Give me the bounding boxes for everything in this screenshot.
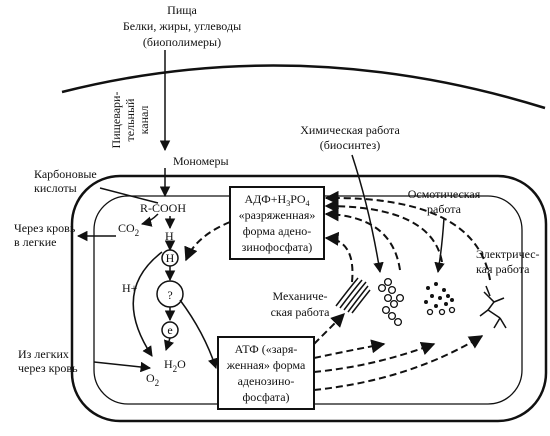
atp-box-line-3: аденозино- (238, 374, 295, 388)
lungs-via-blood-line-2: через кровь (18, 361, 78, 375)
chemical-work-line-2: (биосинтез) (320, 138, 380, 152)
chain-arrow-3 (164, 337, 174, 351)
canal-line-2: тельный (123, 98, 137, 142)
atp-box-line-4: фосфата) (242, 390, 289, 404)
mechanical-work-line-1: Механиче- (272, 289, 327, 303)
o2-in-arrow (93, 361, 152, 373)
atp-to-mechanical-arrow (313, 313, 345, 345)
atp-box-line-1: АТФ («заря- (235, 342, 298, 356)
adp-box-line-1: АДФ+H3PO4 (244, 192, 309, 208)
osmotic-particles-drawing (424, 282, 456, 316)
co2-label: CO2 (118, 221, 139, 238)
o2-label: O2 (146, 371, 159, 388)
atp-to-electric-arrow (313, 335, 484, 391)
carboxylic-acids-line-2: кислоты (34, 181, 77, 195)
osmotic-work-line-2: работа (427, 202, 462, 216)
co2-release-arrow (140, 213, 159, 227)
food-title: Пища (167, 3, 197, 17)
osmotic-work-line-1: Осмотическая (408, 187, 481, 201)
electric-work-drawing (479, 285, 507, 329)
return-arrow-chemical (324, 207, 401, 271)
canal-line-1: Пищевари- (109, 92, 123, 149)
carboxylic-acids-line-1: Карбоновые (34, 167, 97, 181)
atp-box-line-2: женная» форма (226, 358, 306, 372)
adp-to-chain-arrow (184, 221, 231, 262)
atp-to-chemical-arrow (313, 339, 386, 359)
h-label: H (165, 229, 174, 243)
biosynthesis-chain-drawing (377, 277, 405, 327)
return-arrow-electric (324, 190, 491, 281)
chain-to-atp-arrow (179, 299, 218, 369)
organism-outline (61, 64, 546, 110)
cell-outer-membrane (70, 174, 548, 423)
monomers-label: Мономеры (173, 154, 229, 168)
h-plus-arrow (132, 251, 163, 357)
digestive-canal-label: Пищевари- тельный канал (109, 92, 151, 149)
food-components: Белки, жиры, углеводы (123, 19, 241, 33)
blood-to-lungs-line-2: в легкие (14, 235, 56, 249)
unknown-node-label: ? (167, 288, 172, 302)
chemical-work-pointer (351, 154, 384, 274)
r-cooh-label: R-COOH (140, 201, 186, 215)
return-arrow-osmotic (324, 199, 443, 263)
adp-box-line-4: зинофосфата) (242, 240, 313, 254)
muscle-fibers-drawing (335, 277, 371, 314)
lungs-via-blood-line-1: Из легких (18, 347, 69, 361)
atp-to-osmotic-arrow (313, 341, 436, 373)
atp-box (217, 336, 315, 410)
hydrogen-node-label: H (166, 251, 175, 265)
electron-node-label: e (167, 323, 172, 337)
blood-to-lungs-line-1: Через кровь (14, 221, 76, 235)
h2o-label: H2O (164, 357, 186, 374)
electric-work-line-1: Электричес- (476, 247, 540, 261)
canal-line-3: канал (137, 106, 151, 135)
food-biopolymers: (биополимеры) (143, 35, 221, 49)
chemical-work-line-1: Химическая работа (300, 123, 400, 137)
osmotic-work-pointer (434, 217, 445, 274)
mechanical-work-line-2: ская работа (271, 305, 330, 319)
adp-box-line-3: форма адено- (243, 224, 312, 238)
carboxylic-pointer (99, 187, 159, 204)
electric-work-line-2: кая работа (476, 262, 530, 276)
adp-box-line-2: «разряженная» (239, 208, 316, 222)
